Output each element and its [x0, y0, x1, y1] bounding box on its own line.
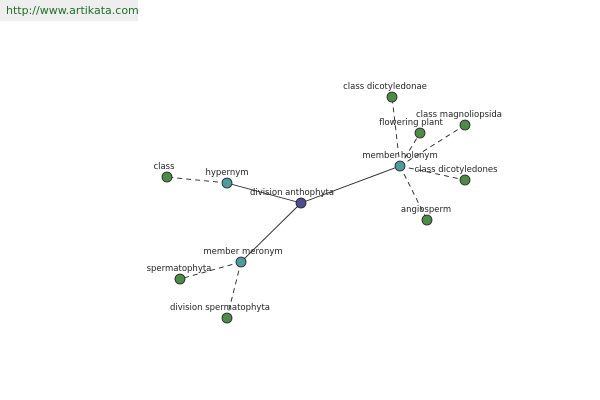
nodes-layer	[161, 91, 471, 324]
label-hypernym: hypernym	[205, 168, 248, 178]
edges-layer	[166, 96, 466, 319]
label-angiosperm: angiosperm	[401, 205, 451, 215]
edge-member-holonym-to-class-dicotyledones	[399, 165, 466, 181]
node-class-magnoliopsida[interactable]	[459, 119, 471, 131]
edge-division-anthophyta-to-hypernym	[226, 182, 302, 204]
node-spermatophyta[interactable]	[174, 273, 186, 285]
label-flowering-plant: flowering plant	[379, 118, 443, 128]
edge-member-meronym-to-division-spermatophyta	[226, 261, 242, 319]
label-class: class	[153, 162, 175, 172]
node-class[interactable]	[161, 171, 173, 183]
edge-member-holonym-to-flowering-plant	[399, 132, 421, 167]
node-member-meronym[interactable]	[235, 256, 247, 268]
node-class-dicotyledonae[interactable]	[386, 91, 398, 103]
node-flowering-plant[interactable]	[414, 127, 426, 139]
label-class-dicotyledonae: class dicotyledonae	[343, 82, 427, 92]
label-member-meronym: member meronym	[203, 247, 282, 257]
node-division-anthophyta[interactable]	[295, 197, 307, 209]
node-member-holonym[interactable]	[394, 160, 406, 172]
node-hypernym[interactable]	[221, 177, 233, 189]
edge-member-holonym-to-class-dicotyledonae	[391, 96, 401, 167]
edge-member-meronym-to-spermatophyta	[179, 261, 242, 280]
source-url[interactable]: http://www.artikata.com	[0, 0, 139, 21]
edge-member-holonym-to-class-magnoliopsida	[399, 124, 466, 167]
node-class-dicotyledones[interactable]	[459, 174, 471, 186]
label-spermatophyta: spermatophyta	[147, 264, 212, 274]
label-division-spermatophyta: division spermatophyta	[170, 303, 270, 313]
edge-division-anthophyta-to-member-meronym	[240, 202, 302, 263]
label-division-anthophyta: division anthophyta	[250, 188, 334, 198]
edge-division-anthophyta-to-member-holonym	[300, 165, 401, 204]
edge-hypernym-to-class	[166, 176, 228, 184]
label-class-dicotyledones: class dicotyledones	[414, 165, 498, 175]
label-member-holonym: member holonym	[362, 151, 437, 161]
node-angiosperm[interactable]	[421, 214, 433, 226]
edge-member-holonym-to-angiosperm	[399, 165, 428, 221]
node-division-spermatophyta[interactable]	[221, 312, 233, 324]
label-class-magnoliopsida: class magnoliopsida	[416, 110, 502, 120]
